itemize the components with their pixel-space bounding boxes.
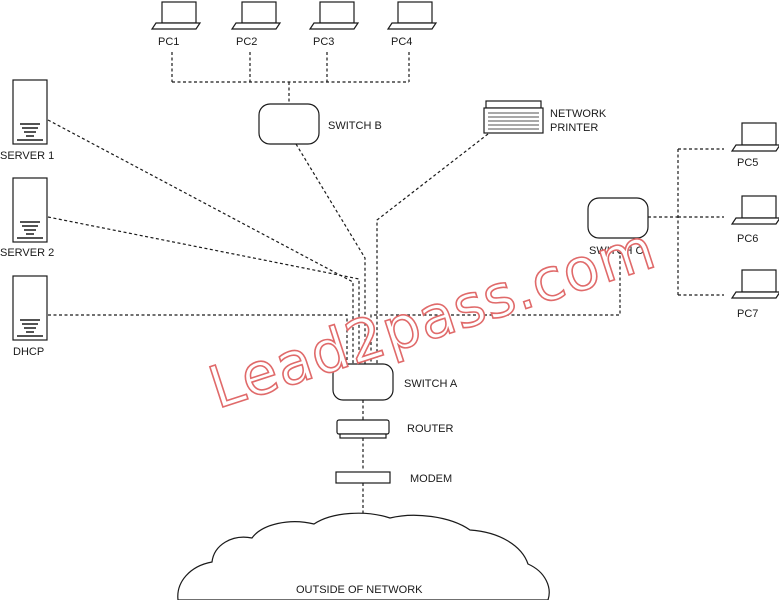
- pc-bus-line: [171, 52, 410, 104]
- laptop-pc3: PC3: [308, 1, 360, 48]
- switchc-to-switcha-line: [370, 250, 621, 364]
- server-2: SERVER 2: [0, 177, 54, 259]
- laptop-icon: [730, 269, 779, 299]
- laptop-icon: [386, 1, 438, 30]
- pc5-7-bus-line: [648, 148, 724, 296]
- switch-icon: [332, 363, 394, 401]
- network-printer: NETWORK PRINTER: [483, 100, 607, 134]
- cloud-icon: [177, 512, 550, 600]
- laptop-pc4: PC4: [386, 1, 438, 48]
- router-label: ROUTER: [407, 423, 454, 435]
- switch-b-label: SWITCH B: [328, 120, 382, 132]
- laptop-icon: [730, 122, 779, 152]
- connections: [47, 52, 724, 516]
- laptop-icon: [308, 1, 360, 30]
- laptop-icon: [730, 195, 779, 225]
- server2-to-switcha-line: [47, 216, 360, 364]
- laptop-icon: [150, 1, 202, 30]
- server-2-label: SERVER 2: [0, 247, 54, 259]
- pc5-label: PC5: [737, 157, 758, 169]
- server-tower-icon: [12, 275, 48, 341]
- switch-a-label: SWITCH A: [404, 378, 458, 390]
- dhcp-server: DHCP: [12, 275, 48, 358]
- server-1: SERVER 1: [0, 79, 54, 162]
- dhcp-label: DHCP: [13, 346, 44, 358]
- switch-a: SWITCH A: [332, 363, 458, 401]
- watermark-text: Lead2pass.com: [201, 214, 664, 422]
- switchb-to-switcha-line: [295, 143, 366, 364]
- switch-icon: [258, 103, 320, 145]
- server-1-label: SERVER 1: [0, 150, 54, 162]
- pc1-label: PC1: [158, 36, 179, 48]
- laptop-pc6: PC6: [730, 195, 779, 245]
- cloud-label: OUTSIDE OF NETWORK: [296, 584, 423, 596]
- router-icon: [336, 419, 390, 439]
- laptop-pc2: PC2: [230, 1, 282, 48]
- printer-to-switcha-line: [376, 133, 489, 364]
- laptop-pc7: PC7: [730, 269, 779, 320]
- router: ROUTER: [336, 419, 454, 439]
- dhcp-to-switcha-line: [48, 314, 348, 364]
- printer-icon: [483, 100, 544, 134]
- pc2-label: PC2: [236, 36, 257, 48]
- server-tower-icon: [12, 177, 48, 243]
- modem-label: MODEM: [410, 473, 452, 485]
- pc3-label: PC3: [313, 36, 334, 48]
- switch-c: SWITCH C: [587, 197, 649, 257]
- switch-icon: [587, 197, 649, 239]
- laptop-pc1: PC1: [150, 1, 202, 48]
- server-tower-icon: [12, 79, 48, 145]
- laptop-icon: [230, 1, 282, 30]
- modem: MODEM: [335, 471, 452, 485]
- printer-label-line2: PRINTER: [550, 122, 598, 134]
- printer-label-line1: NETWORK: [550, 108, 607, 120]
- pc4-label: PC4: [391, 36, 412, 48]
- modem-icon: [335, 471, 391, 484]
- switch-b: SWITCH B: [258, 103, 382, 145]
- pc7-label: PC7: [737, 308, 758, 320]
- internet-cloud: OUTSIDE OF NETWORK: [177, 512, 550, 600]
- pc6-label: PC6: [737, 233, 758, 245]
- laptop-pc5: PC5: [730, 122, 779, 169]
- switch-c-label: SWITCH C: [589, 245, 643, 257]
